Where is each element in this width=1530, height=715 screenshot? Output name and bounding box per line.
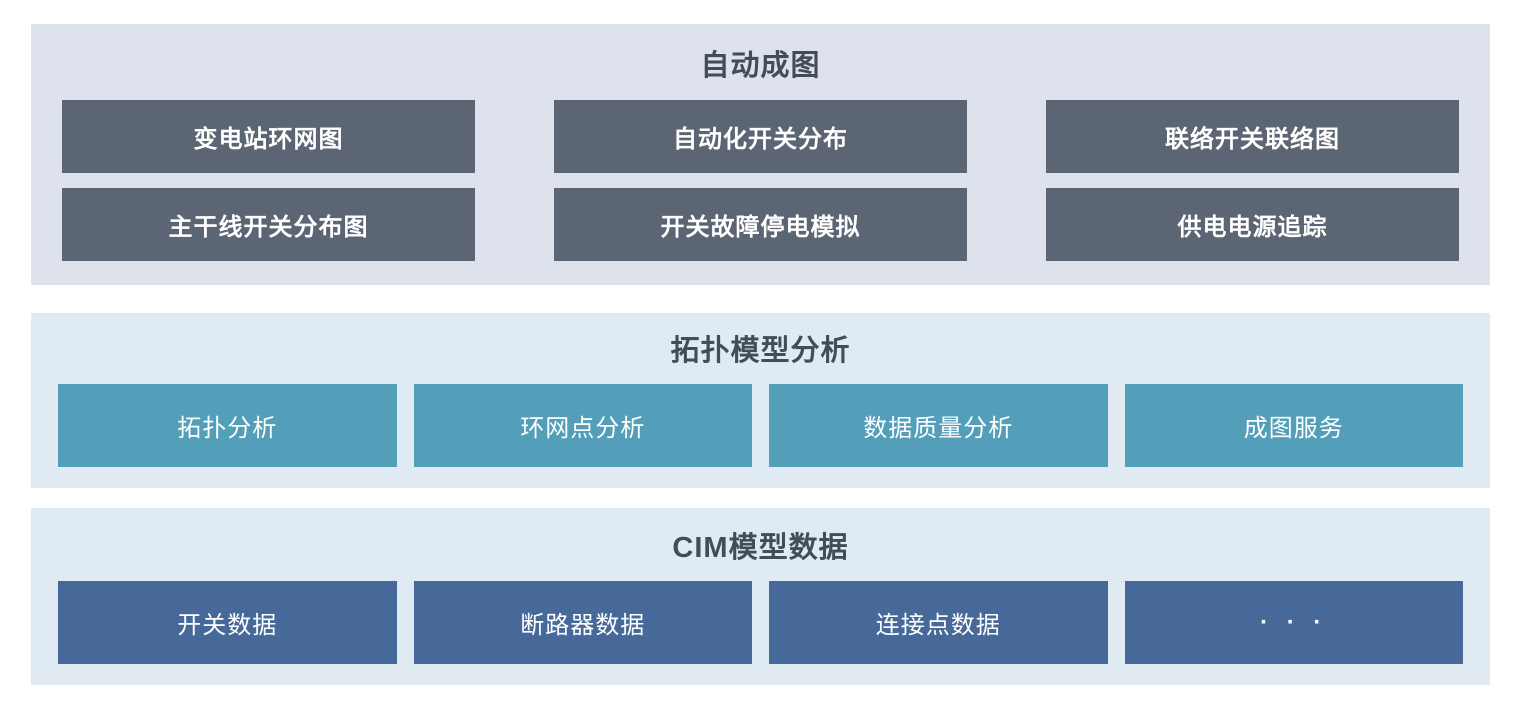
node-data-quality-analysis: 数据质量分析 [769,384,1108,467]
layer-auto-drawing-nodes: 变电站环网图 自动化开关分布 联络开关联络图 主干线开关分布图 开关故障停电模拟… [62,100,1459,261]
layer-cim-model-data-nodes: 开关数据 断路器数据 连接点数据 · · · [58,581,1463,664]
node-ring-point-analysis: 环网点分析 [413,384,752,467]
node-automated-switch-distribution: 自动化开关分布 [554,100,967,173]
node-substation-ring-diagram: 变电站环网图 [62,100,475,173]
layer-auto-drawing-title: 自动成图 [700,50,821,82]
node-trunk-line-switch-distribution-diagram: 主干线开关分布图 [62,188,475,261]
architecture-diagram: 自动成图 变电站环网图 自动化开关分布 联络开关联络图 主干线开关分布图 开关故… [0,24,1530,715]
layer-topology-model-analysis: 拓扑模型分析 拓扑分析 环网点分析 数据质量分析 成图服务 [31,313,1490,488]
layer-auto-drawing: 自动成图 变电站环网图 自动化开关分布 联络开关联络图 主干线开关分布图 开关故… [31,24,1490,285]
layer-topology-model-analysis-nodes: 拓扑分析 环网点分析 数据质量分析 成图服务 [58,384,1463,467]
layer-topology-model-analysis-title: 拓扑模型分析 [670,335,851,367]
node-switch-data: 开关数据 [58,581,397,664]
node-connection-point-data: 连接点数据 [769,581,1108,664]
node-topology-analysis: 拓扑分析 [58,384,397,467]
layer-cim-model-data: CIM模型数据 开关数据 断路器数据 连接点数据 · · · [31,508,1490,685]
node-tie-switch-connection-diagram: 联络开关联络图 [1046,100,1459,173]
node-power-supply-source-tracing: 供电电源追踪 [1046,188,1459,261]
node-switch-fault-outage-simulation: 开关故障停电模拟 [554,188,967,261]
node-more-data-ellipsis: · · · [1124,581,1463,664]
node-breaker-data: 断路器数据 [413,581,752,664]
node-diagram-generation-service: 成图服务 [1124,384,1463,467]
layer-cim-model-data-title: CIM模型数据 [672,532,849,564]
